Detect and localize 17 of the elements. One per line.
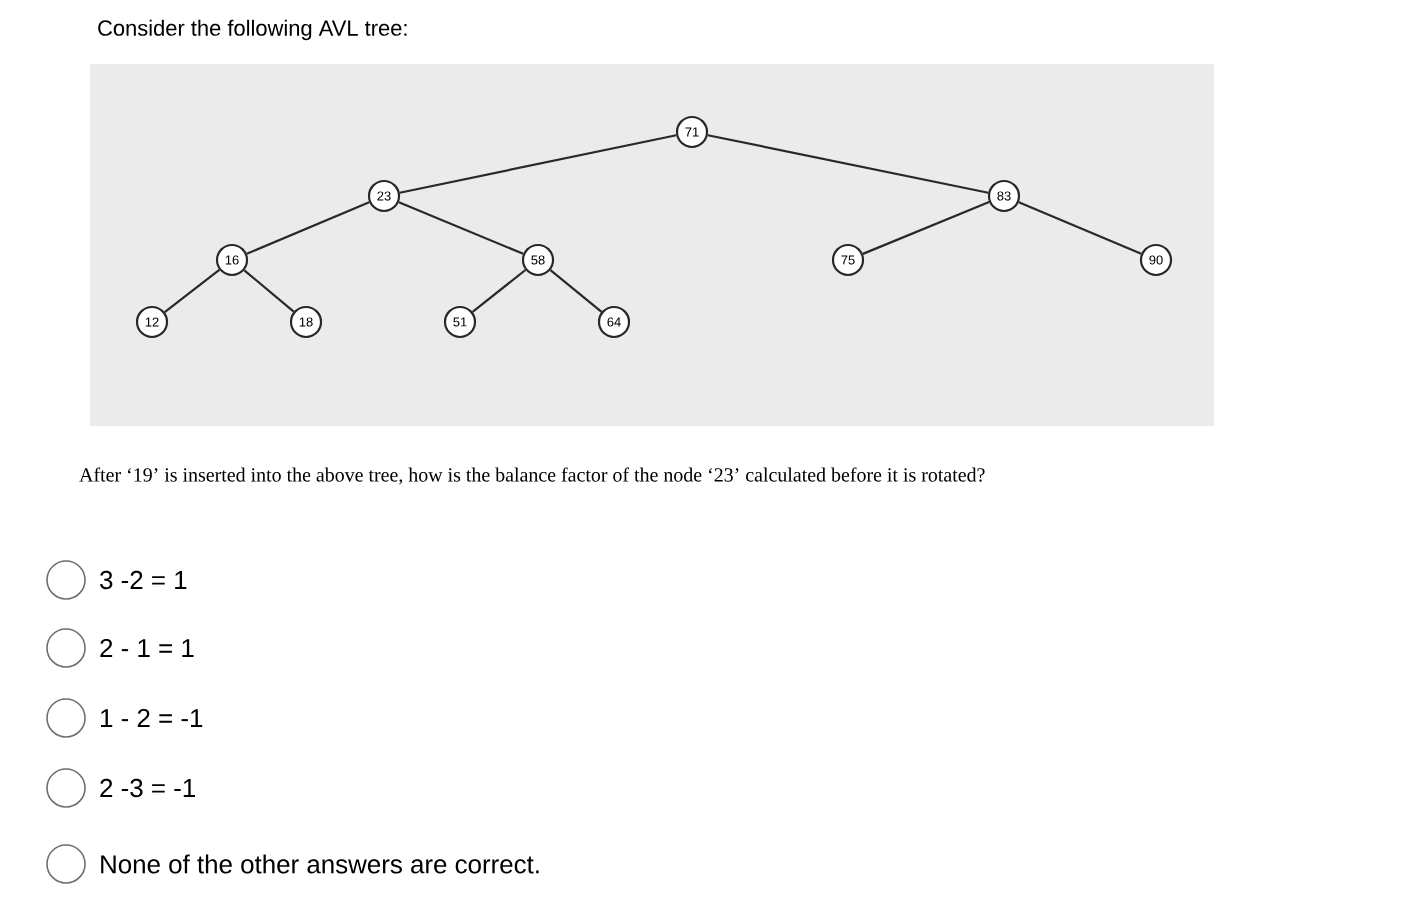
tree-edge <box>399 134 677 194</box>
tree-edge <box>471 269 527 313</box>
question-text: After ‘19’ is inserted into the above tree, how is the balance factor of the node ‘23’ calculated before it is rotated? <box>79 467 985 485</box>
tree-edge <box>549 269 603 313</box>
tree-edge <box>707 134 989 194</box>
tree-edge <box>1018 201 1142 255</box>
tree-edge <box>246 201 370 255</box>
answer-option: 2 -3 = -1 <box>100 778 195 798</box>
tree-edge <box>243 269 295 313</box>
answer-option: None of the other answers are correct. <box>101 854 539 874</box>
answer-option: 2 - 1 = 1 <box>100 638 194 657</box>
title: Consider the following AVL tree: <box>98 19 407 41</box>
tree-edge <box>164 268 220 313</box>
answer-option: 1 - 2 = -1 <box>101 708 203 727</box>
answer-option: 3 -2 = 1 <box>100 570 187 590</box>
tree-edge <box>862 201 990 255</box>
tree-edge <box>398 201 524 255</box>
